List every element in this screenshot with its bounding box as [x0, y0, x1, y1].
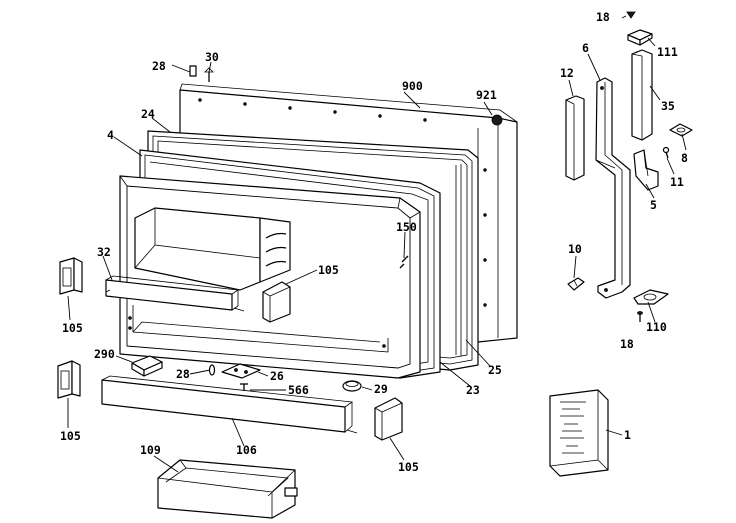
callout-4: 4 — [107, 128, 114, 142]
pin-10 — [567, 277, 585, 291]
callout-18-top: 18 — [596, 10, 610, 24]
bin-bracket-105-bottom — [374, 397, 403, 441]
leader-lines — [67, 15, 687, 473]
callout-28-mid: 28 — [176, 367, 190, 381]
callout-18-bottom: 18 — [620, 337, 634, 351]
callout-5: 5 — [650, 198, 657, 212]
callout-109: 109 — [140, 443, 161, 457]
callout-10: 10 — [568, 242, 582, 256]
hinge-cap-111 — [627, 29, 653, 46]
shelf-bar-32 — [105, 275, 245, 312]
callout-1: 1 — [624, 428, 631, 442]
cap-28-top — [189, 65, 197, 77]
callout-105-left-top: 105 — [62, 321, 83, 335]
screw-28-mid — [208, 364, 216, 376]
callout-26: 26 — [270, 369, 284, 383]
callout-105-left-bottom: 105 — [60, 429, 81, 443]
callout-110: 110 — [646, 320, 667, 334]
callout-111: 111 — [657, 45, 678, 59]
crisper-drawer-109 — [157, 459, 298, 519]
screw-11 — [662, 146, 670, 159]
callout-105-bottom: 105 — [398, 460, 419, 474]
hinge-plate-110 — [633, 289, 669, 305]
callout-35: 35 — [661, 99, 675, 113]
callout-23: 23 — [466, 383, 480, 397]
callout-6: 6 — [582, 41, 589, 55]
callout-8: 8 — [681, 151, 688, 165]
hinge-plate-26 — [221, 363, 261, 379]
bin-bracket-105-left-bottom — [57, 360, 81, 399]
shelf-bar-106 — [101, 375, 358, 434]
callout-921: 921 — [476, 88, 497, 102]
small-clip-290 — [131, 355, 163, 377]
callout-12: 12 — [560, 66, 574, 80]
instruction-card-1 — [549, 389, 609, 477]
callout-106: 106 — [236, 443, 257, 457]
callout-900: 900 — [402, 79, 423, 93]
upper-shelf-compartment — [134, 207, 291, 291]
callout-28-top: 28 — [152, 59, 166, 73]
callout-105-center: 105 — [318, 263, 339, 277]
plug-29 — [342, 380, 362, 392]
bin-bracket-105-left-top — [59, 257, 83, 295]
lower-shelf-compartment — [128, 305, 389, 353]
screw-566 — [240, 383, 248, 391]
hinge-bracket-12 — [565, 95, 585, 181]
callout-32: 32 — [97, 245, 111, 259]
callout-150: 150 — [396, 220, 417, 234]
callout-11: 11 — [670, 175, 684, 189]
bracket-5 — [633, 149, 659, 191]
screw-150 — [399, 255, 409, 269]
hinge-channel-35 — [631, 49, 653, 141]
callout-290: 290 — [94, 347, 115, 361]
callout-labels: 18 111 6 12 35 8 11 5 10 110 18 28 30 90… — [60, 10, 688, 474]
callout-29: 29 — [374, 382, 388, 396]
screw-18-bottom — [637, 311, 643, 322]
callout-25: 25 — [488, 363, 502, 377]
hinge-arm-6 — [595, 77, 631, 299]
inner-liner-frame-23 — [119, 175, 421, 379]
screw-18-top — [626, 11, 636, 19]
callout-30: 30 — [205, 50, 219, 64]
callout-566: 566 — [288, 383, 309, 397]
clip-8 — [669, 123, 693, 137]
bin-bracket-105-center — [262, 281, 291, 323]
callout-24: 24 — [141, 107, 155, 121]
